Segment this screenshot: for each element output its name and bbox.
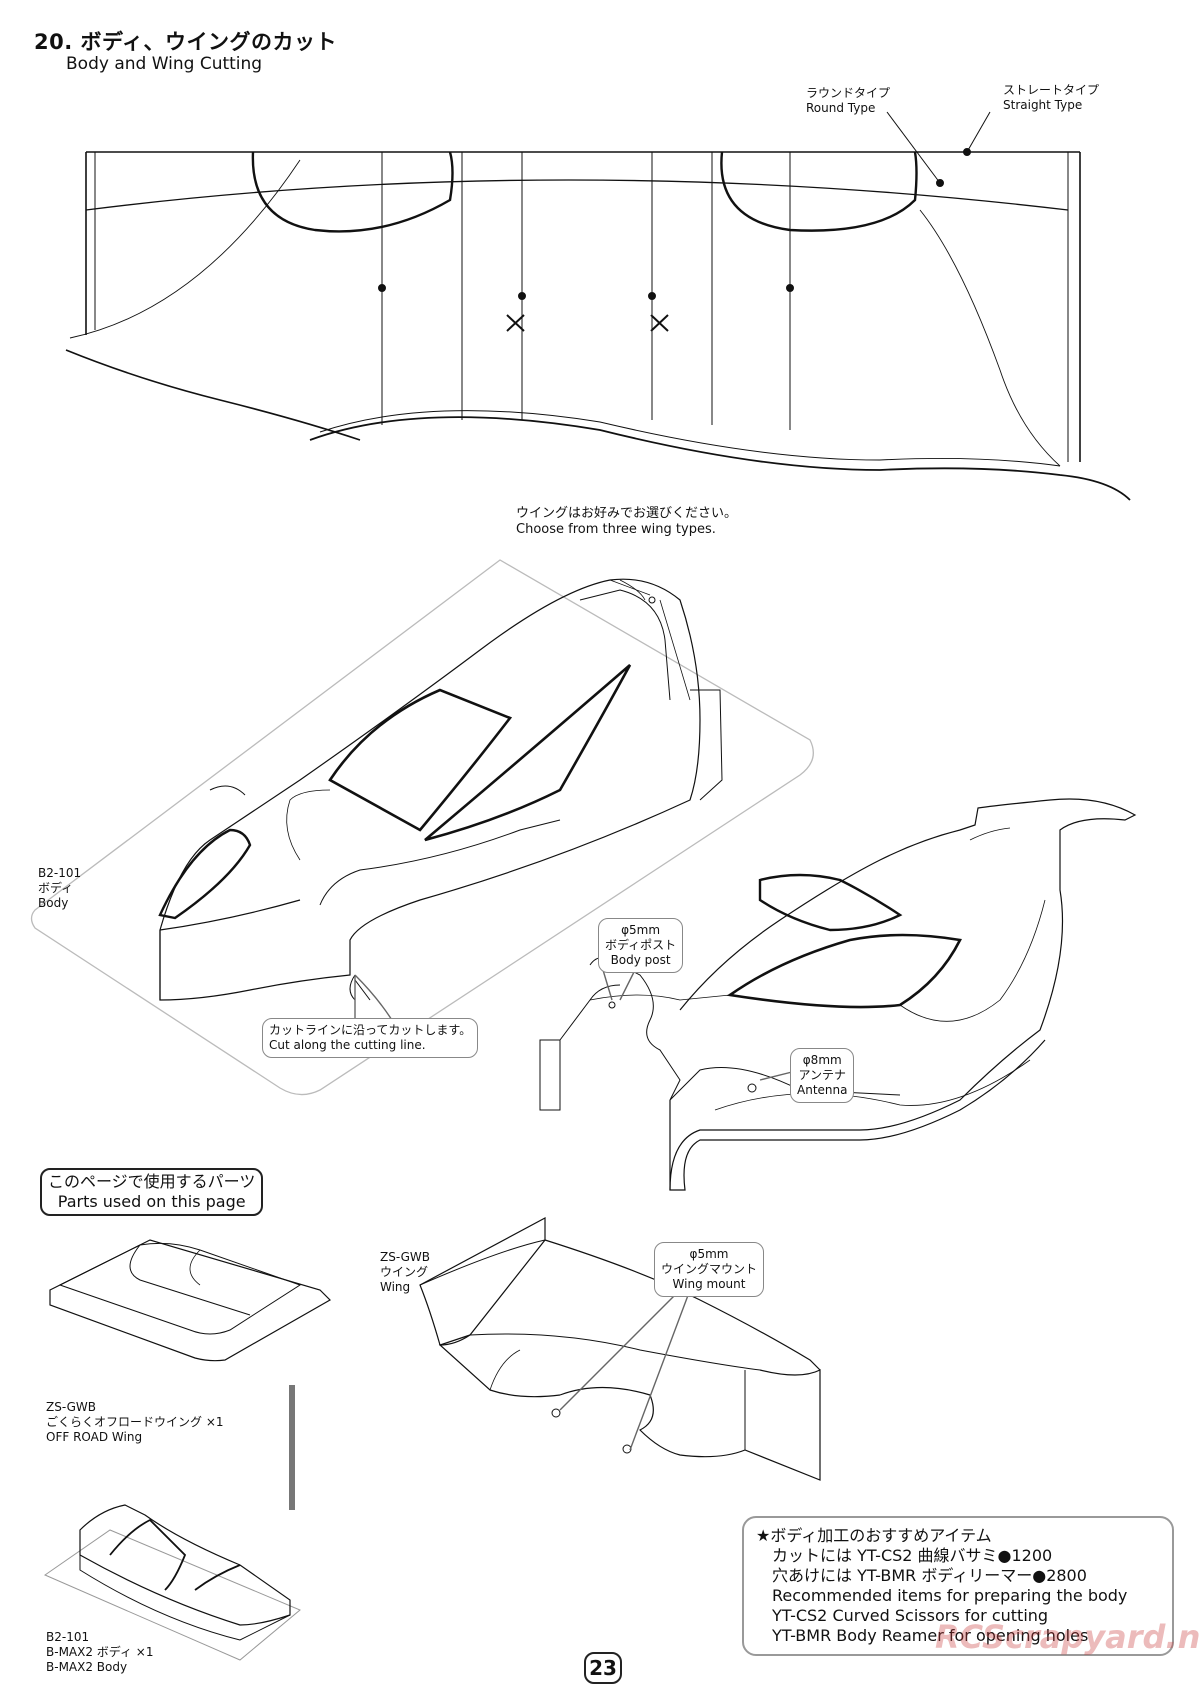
parts-thumbnails xyxy=(43,1239,331,1661)
parts-item-1-no: ZS-GWB xyxy=(46,1400,97,1414)
round-type-jp: ラウンドタイプ xyxy=(806,86,891,100)
body-post-jp: ボディポスト xyxy=(605,938,677,952)
round-type-en: Round Type xyxy=(806,101,876,115)
page-number: 23 xyxy=(584,1652,622,1684)
section-title-jp: 20. ボディ、ウイングのカット xyxy=(34,30,338,54)
parts-item-2-en: B-MAX2 Body xyxy=(46,1660,128,1674)
choose-wing-note: ウイングはお好みでお選びください。 Choose from three wing… xyxy=(516,506,737,538)
wing-part-en: Wing xyxy=(380,1280,411,1294)
straight-type-label: ストレートタイプ Straight Type xyxy=(1003,83,1099,113)
choose-wing-jp: ウイングはお好みでお選びください。 xyxy=(516,506,738,521)
parts-used-jp: このページで使用するパーツ xyxy=(48,1172,256,1191)
antenna-jp: アンテナ xyxy=(798,1068,846,1082)
recommended-line-2: カットには YT-CS2 曲線バサミ●1200 xyxy=(772,1546,1053,1565)
wing-part-no: ZS-GWB xyxy=(380,1250,431,1264)
recommended-items-box: ★ボディ加工のおすすめアイテム カットには YT-CS2 曲線バサミ●1200 … xyxy=(742,1516,1174,1656)
parts-used-box: このページで使用するパーツ Parts used on this page xyxy=(40,1168,264,1216)
straight-type-jp: ストレートタイプ xyxy=(1003,83,1100,97)
body-post-size: φ5mm xyxy=(621,923,661,937)
watermark: RCScrapyard.net xyxy=(935,1618,1200,1656)
wing-mount-en: Wing mount xyxy=(672,1277,746,1291)
wing-mount-size: φ5mm xyxy=(689,1247,729,1261)
wing-template-drawing xyxy=(65,111,1131,501)
cut-line-callout: カットラインに沿ってカットします。 Cut along the cutting … xyxy=(262,1018,479,1058)
body-post-callout: φ5mm ボディポスト Body post xyxy=(598,918,684,973)
parts-item-2-no: B2-101 xyxy=(46,1630,90,1644)
wing-mount-jp: ウイングマウント xyxy=(661,1262,758,1276)
body-part-no: B2-101 xyxy=(38,866,82,880)
recommended-line-4: Recommended items for preparing the body xyxy=(772,1586,1128,1605)
recommended-line-5: YT-CS2 Curved Scissors for cutting xyxy=(772,1606,1049,1625)
wing-drawing xyxy=(419,1216,821,1481)
parts-item-1-jp: ごくらくオフロードウイング ×1 xyxy=(46,1415,224,1429)
body-part-en: Body xyxy=(38,896,69,910)
body-part-jp: ボディ xyxy=(38,881,74,895)
recommended-line-1: ★ボディ加工のおすすめアイテム xyxy=(756,1526,992,1545)
straight-type-en: Straight Type xyxy=(1003,98,1083,112)
body-post-en: Body post xyxy=(610,953,671,967)
wing-part-jp: ウイング xyxy=(380,1265,429,1279)
wing-mount-callout: φ5mm ウイングマウント Wing mount xyxy=(654,1242,765,1297)
body-part-label: B2-101 ボディ Body xyxy=(38,866,81,911)
parts-item-1-en: OFF ROAD Wing xyxy=(46,1430,143,1444)
trimmed-body-drawing xyxy=(539,798,1137,1191)
parts-item-2: B2-101 B-MAX2 ボディ ×1 B-MAX2 Body xyxy=(46,1630,153,1675)
recommended-line-3: 穴あけには YT-BMR ボディリーマー●2800 xyxy=(772,1566,1087,1585)
body-drawing xyxy=(30,559,814,1096)
parts-item-1: ZS-GWB ごくらくオフロードウイング ×1 OFF ROAD Wing xyxy=(46,1400,224,1445)
cut-line-jp: カットラインに沿ってカットします。 xyxy=(269,1023,472,1037)
round-type-label: ラウンドタイプ Round Type xyxy=(806,86,890,116)
wing-part-label: ZS-GWB ウイング Wing xyxy=(380,1250,430,1295)
choose-wing-en: Choose from three wing types. xyxy=(516,522,716,537)
cut-line-en: Cut along the cutting line. xyxy=(269,1038,426,1052)
antenna-en: Antenna xyxy=(797,1083,848,1097)
antenna-callout: φ8mm アンテナ Antenna xyxy=(790,1048,855,1103)
parts-used-en: Parts used on this page xyxy=(57,1192,246,1211)
section-title-en: Body and Wing Cutting xyxy=(66,54,263,74)
recommended-line-6: YT-BMR Body Reamer for opening holes xyxy=(772,1626,1089,1645)
parts-item-2-jp: B-MAX2 ボディ ×1 xyxy=(46,1645,154,1659)
antenna-size: φ8mm xyxy=(802,1053,842,1067)
